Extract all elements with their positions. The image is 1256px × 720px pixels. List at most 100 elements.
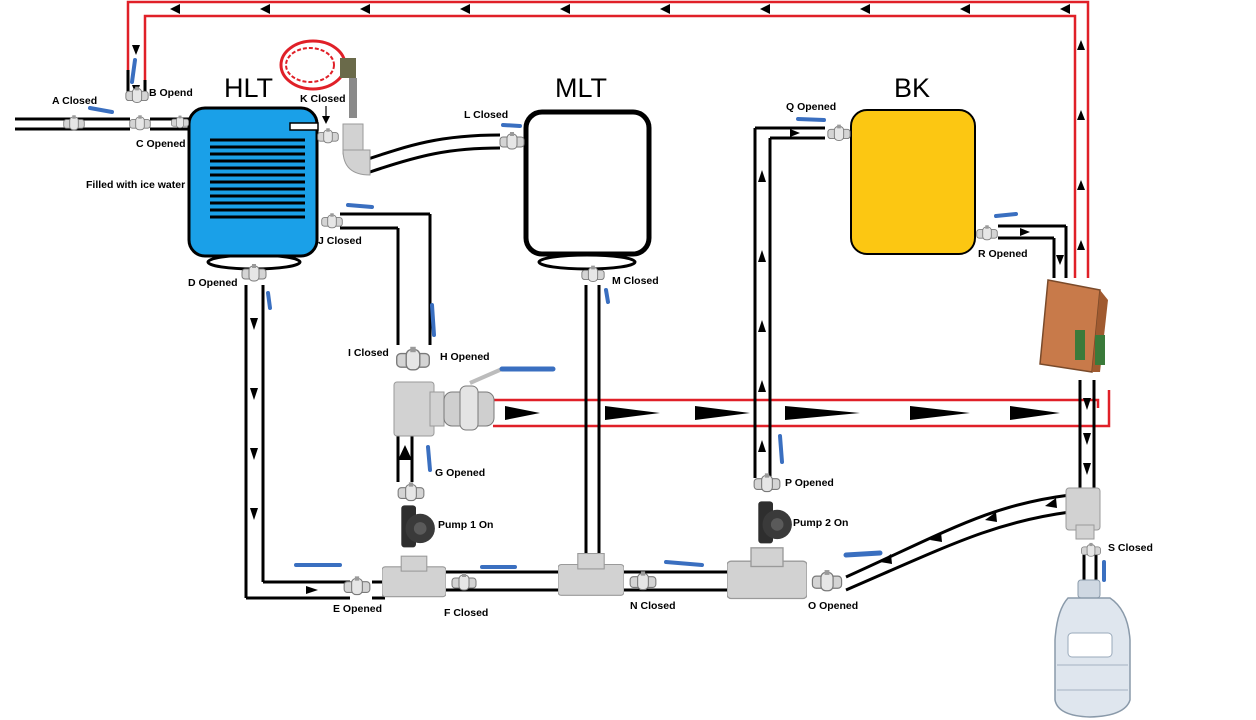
valve-b-label: B Opend — [149, 87, 193, 99]
bk-vessel — [850, 109, 976, 255]
valve-f-label: F Closed — [444, 607, 488, 619]
pump-2-label: Pump 2 On — [793, 517, 848, 529]
flow-arrow-icon — [880, 554, 892, 564]
valve-icon — [1081, 542, 1101, 557]
flow-arrow-icon — [360, 4, 370, 14]
flow-arrow-icon — [660, 4, 670, 14]
flow-arrows — [132, 4, 1091, 594]
flow-arrow-icon — [250, 318, 258, 330]
valve-c-label: C Opened — [136, 138, 186, 150]
valve-s-label: S Closed — [1108, 542, 1153, 554]
flow-arrow-icon — [758, 440, 766, 452]
valve-icon — [451, 572, 477, 591]
flow-arrow-icon — [758, 380, 766, 392]
valve-icon — [629, 570, 657, 591]
valve-r-label: R Opened — [978, 248, 1028, 260]
hot-return-line — [126, 0, 1111, 428]
carboy-icon — [1054, 579, 1131, 718]
mlt-title: MLT — [555, 73, 607, 103]
flow-arrow-icon — [960, 4, 970, 14]
flow-arrow-icon — [1020, 228, 1030, 236]
flow-arrow-icon — [1077, 240, 1085, 250]
valve-icon — [397, 481, 425, 502]
valve-n-label: N Closed — [630, 600, 676, 612]
valve-k-label: K Closed — [300, 93, 346, 105]
tee-fitting-icon — [382, 555, 446, 598]
bk-tank: BK — [850, 73, 976, 255]
flow-arrow-icon — [460, 4, 470, 14]
pipes — [15, 70, 1098, 600]
mlt-vessel — [523, 109, 652, 257]
flow-arrow-icon — [910, 406, 970, 420]
flow-arrow-icon — [170, 4, 180, 14]
immersion-chiller-pump — [279, 39, 357, 118]
flow-arrow-icon — [250, 448, 258, 460]
flow-arrow-icon — [505, 406, 540, 420]
pump-icon — [401, 505, 435, 548]
tee-fitting-icon — [727, 547, 807, 600]
flow-arrow-icon — [1077, 40, 1085, 50]
valve-icon — [976, 224, 998, 241]
valve-icon — [317, 128, 339, 144]
tee-fitting-icon — [1065, 487, 1101, 531]
valve-j-label: J Closed — [318, 235, 362, 247]
flow-arrow-icon — [306, 586, 318, 594]
flow-arrow-icon — [260, 4, 270, 14]
valve-i-label: I Closed — [348, 347, 389, 359]
flow-arrow-icon — [560, 4, 570, 14]
flow-arrow-icon — [860, 4, 870, 14]
valve-e-label: E Opened — [333, 603, 382, 615]
valve-h-label: H Opened — [440, 351, 490, 363]
flow-arrow-icon — [758, 250, 766, 262]
flow-arrow-icon — [398, 445, 412, 460]
valves — [63, 58, 1106, 596]
valve-o-label: O Opened — [808, 600, 858, 612]
tee-fitting-icon — [558, 553, 624, 596]
tee-fitting-icon — [393, 381, 435, 437]
flow-arrow-icon — [1083, 398, 1091, 410]
valve-m-label: M Closed — [612, 275, 659, 287]
flow-arrow-icon — [790, 129, 800, 137]
valve-icon — [499, 132, 525, 150]
flow-arrow-icon — [758, 170, 766, 182]
valve-icon — [129, 114, 151, 131]
valve-icon — [343, 576, 371, 596]
flow-arrow-icon — [985, 512, 997, 522]
valve-icon — [827, 124, 851, 141]
valve-icon — [395, 345, 431, 371]
valve-icon — [753, 472, 781, 493]
valve-l-label: L Closed — [464, 109, 508, 121]
valve-p-label: P Opened — [785, 477, 834, 489]
pump-icon — [758, 501, 792, 544]
bk-title: BK — [894, 73, 930, 103]
flow-arrow-icon — [785, 406, 860, 420]
flow-arrow-icon — [930, 532, 942, 542]
flow-arrow-icon — [758, 320, 766, 332]
valve-icon — [811, 569, 843, 592]
valve-icon — [171, 115, 189, 129]
valve-d-label: D Opened — [188, 277, 238, 289]
valve-q-label: Q Opened — [786, 101, 836, 113]
flow-arrow-icon — [250, 508, 258, 520]
pump-1-label: Pump 1 On — [438, 519, 493, 531]
valve-g-label: G Opened — [435, 467, 485, 479]
plate-chiller-icon — [1039, 279, 1108, 373]
flow-arrow-icon — [1060, 4, 1070, 14]
flow-arrow-icon — [1045, 498, 1057, 508]
flow-arrow-icon — [132, 45, 140, 55]
valve-icon — [321, 212, 343, 229]
flow-arrow-icon — [1010, 406, 1060, 420]
valve-icon — [63, 115, 85, 131]
flow-arrow-icon — [1056, 255, 1064, 265]
fittings — [342, 123, 1101, 600]
flow-arrow-icon — [322, 116, 330, 124]
flow-arrow-icon — [695, 406, 750, 420]
mlt-tank: MLT — [523, 73, 652, 271]
flow-arrow-icon — [1077, 180, 1085, 190]
valve-a-label: A Closed — [52, 95, 97, 107]
flow-arrow-icon — [1077, 110, 1085, 120]
flow-arrow-icon — [1083, 463, 1091, 475]
immersion-coil-icon — [210, 138, 305, 219]
flow-arrow-icon — [250, 388, 258, 400]
